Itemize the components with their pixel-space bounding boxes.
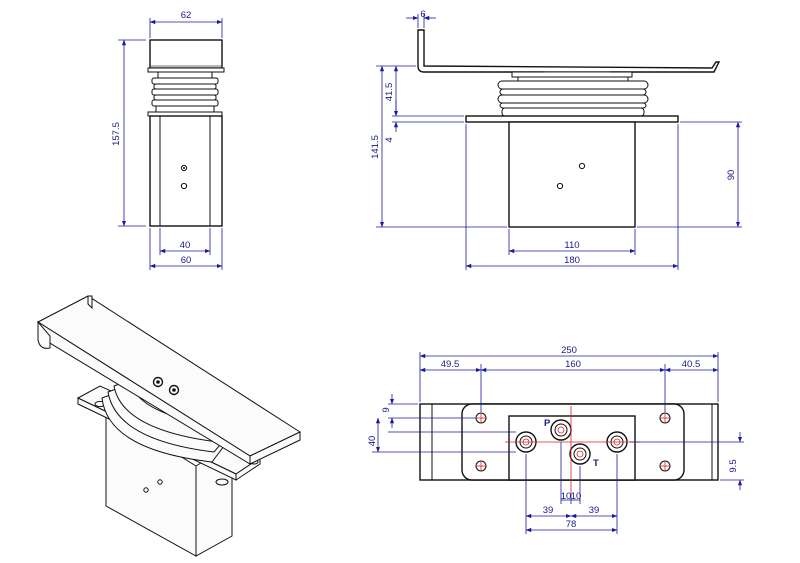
side-base-plate [465,115,679,123]
dim-front-height-total: 157.5 [111,122,122,146]
mounting-holes [475,412,671,472]
side-block [508,121,636,228]
dim-front-width-inner: 40 [180,240,191,251]
side-flange-plate [417,29,721,73]
dim-side-spring-height: 41.5 [384,83,395,102]
dim-side-body-height-total: 141.5 [370,135,381,159]
front-body [149,115,223,227]
ports [505,406,640,494]
dim-bottom-spacing-right: 39 [589,505,600,516]
dim-bottom-gap-b: 10 [571,491,582,502]
dim-side-flange-thickness: 6 [420,9,425,20]
side-view: 6 41.5 4 141.5 90 110 180 [370,9,742,270]
dim-front-width-outer: 60 [181,255,192,266]
dim-bottom-left-offset: 49.5 [441,359,460,370]
side-bellows [497,80,649,117]
dim-bottom-total-length: 250 [561,345,577,356]
dim-bottom-hole-spacing: 160 [565,359,581,370]
dim-bottom-gap-a: 10 [561,491,572,502]
isometric-view [36,295,302,557]
dim-bottom-spacing-left: 39 [543,505,554,516]
dim-bottom-offset-9-5: 9.5 [728,459,739,472]
port-label-t: T [593,458,599,469]
dim-front-width-top: 62 [181,10,192,21]
dim-bottom-offset-9: 9 [381,407,392,412]
port-label-p: P [544,418,551,429]
front-top-cap [149,39,223,69]
front-bellows [151,77,219,113]
front-view: 62 157.5 40 60 [111,10,225,270]
dim-bottom-height-40: 40 [367,436,378,447]
bottom-view: P T 250 49.5 160 40.5 9 40 9.5 [367,345,744,534]
dim-side-block-height: 90 [726,170,737,181]
dim-side-plate-thickness: 4 [384,137,395,142]
dim-bottom-spacing-total: 78 [566,519,577,530]
dim-side-block-width: 110 [564,240,579,251]
dim-bottom-right-offset: 40.5 [682,359,701,370]
dim-side-base-width: 180 [564,255,580,266]
